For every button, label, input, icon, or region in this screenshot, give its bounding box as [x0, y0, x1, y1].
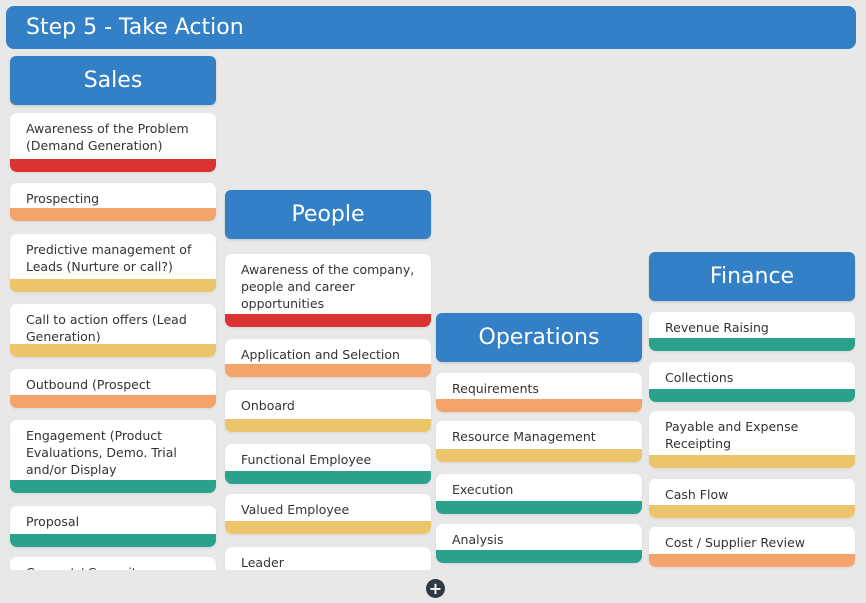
- card-people-onboard[interactable]: Onboard: [225, 390, 431, 432]
- column-header-operations[interactable]: Operations: [436, 313, 642, 362]
- card-status-bar: [649, 389, 855, 402]
- card-status-bar: [10, 480, 216, 493]
- card-label: Proposal: [26, 514, 80, 529]
- card-sales-convert[interactable]: Convert / Commit: [10, 557, 216, 570]
- card-label: Prospecting: [26, 191, 100, 206]
- card-status-bar: [10, 159, 216, 172]
- card-sales-engagement[interactable]: Engagement (Product Evaluations, Demo. T…: [10, 420, 216, 493]
- card-sales-proposal[interactable]: Proposal: [10, 506, 216, 547]
- card-sales-call-to-action[interactable]: Call to action offers (Lead Generation): [10, 304, 216, 357]
- card-label: Revenue Raising: [665, 320, 769, 335]
- card-label: Convert / Commit: [10, 557, 216, 570]
- card-operations-execution[interactable]: Execution: [436, 474, 642, 514]
- page-title: Step 5 - Take Action: [6, 6, 856, 49]
- column-header-people[interactable]: People: [225, 190, 431, 239]
- card-status-bar: [10, 395, 216, 408]
- board: Sales Awareness of the Problem (Demand G…: [10, 56, 855, 570]
- card-label: Cash Flow: [665, 487, 729, 502]
- card-operations-analysis[interactable]: Analysis: [436, 524, 642, 563]
- card-sales-awareness[interactable]: Awareness of the Problem (Demand Generat…: [10, 113, 216, 172]
- card-finance-cost[interactable]: Cost / Supplier Review: [649, 527, 855, 567]
- card-status-bar: [436, 501, 642, 514]
- card-label: Application and Selection: [241, 347, 400, 362]
- card-status-bar: [436, 399, 642, 412]
- card-people-valued[interactable]: Valued Employee: [225, 494, 431, 534]
- card-label: Awareness of the Problem (Demand Generat…: [26, 121, 189, 153]
- card-status-bar: [649, 554, 855, 567]
- card-label: Cost / Supplier Review: [665, 535, 806, 550]
- column-header-sales[interactable]: Sales: [10, 56, 216, 105]
- card-status-bar: [225, 364, 431, 377]
- card-people-application[interactable]: Application and Selection: [225, 339, 431, 377]
- card-label: Engagement (Product Evaluations, Demo. T…: [26, 428, 177, 477]
- card-sales-predictive[interactable]: Predictive management of Leads (Nurture …: [10, 234, 216, 292]
- card-finance-collections[interactable]: Collections: [649, 362, 855, 402]
- card-label: Execution: [452, 482, 514, 497]
- card-operations-requirements[interactable]: Requirements: [436, 373, 642, 412]
- card-label: Valued Employee: [241, 502, 350, 517]
- card-people-leader[interactable]: Leader: [225, 547, 431, 570]
- card-operations-resource[interactable]: Resource Management: [436, 421, 642, 462]
- card-label: Resource Management: [452, 429, 596, 444]
- card-status-bar: [649, 505, 855, 518]
- card-label: Call to action offers (Lead Generation): [26, 312, 187, 344]
- card-label: Functional Employee: [241, 452, 372, 467]
- card-people-awareness[interactable]: Awareness of the company, people and car…: [225, 254, 431, 327]
- card-status-bar: [10, 344, 216, 357]
- card-label: Leader: [241, 555, 284, 570]
- column-header-finance[interactable]: Finance: [649, 252, 855, 301]
- card-status-bar: [225, 521, 431, 534]
- add-card-button[interactable]: +: [426, 579, 445, 598]
- card-finance-payable[interactable]: Payable and Expense Receipting: [649, 411, 855, 468]
- card-label: Onboard: [241, 398, 295, 413]
- card-status-bar: [649, 338, 855, 351]
- card-label: Payable and Expense Receipting: [665, 419, 799, 451]
- card-status-bar: [225, 419, 431, 432]
- card-sales-prospecting[interactable]: Prospecting: [10, 183, 216, 221]
- card-status-bar: [649, 455, 855, 468]
- card-sales-outbound[interactable]: Outbound (Prospect Nurture): [10, 369, 216, 408]
- card-status-bar: [436, 550, 642, 563]
- card-people-functional[interactable]: Functional Employee: [225, 444, 431, 484]
- card-label: Analysis: [452, 532, 504, 547]
- card-status-bar: [436, 449, 642, 462]
- card-status-bar: [10, 208, 216, 221]
- card-status-bar: [225, 471, 431, 484]
- card-finance-cashflow[interactable]: Cash Flow: [649, 479, 855, 518]
- card-status-bar: [10, 279, 216, 292]
- card-label: Predictive management of Leads (Nurture …: [26, 242, 192, 274]
- card-status-bar: [225, 314, 431, 327]
- card-label: Requirements: [452, 381, 539, 396]
- card-label: Awareness of the company, people and car…: [241, 262, 415, 311]
- card-finance-revenue[interactable]: Revenue Raising: [649, 312, 855, 351]
- card-label: Collections: [665, 370, 734, 385]
- card-status-bar: [10, 534, 216, 547]
